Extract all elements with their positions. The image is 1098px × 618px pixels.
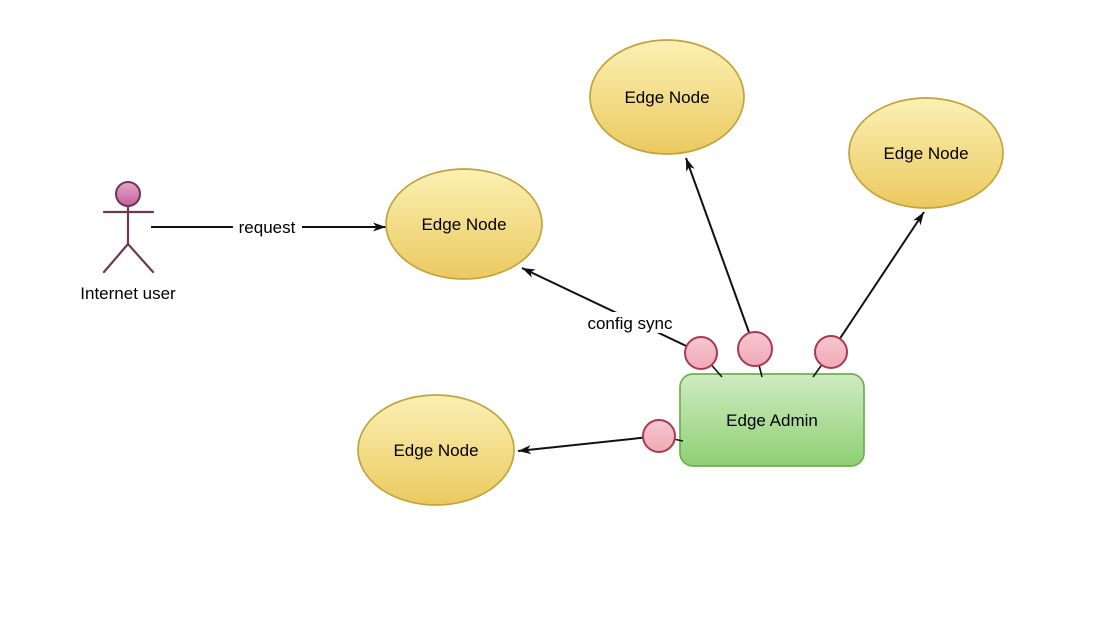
edge-node-top-right-label: Edge Node (883, 144, 968, 163)
admin-port-4-icon (642, 419, 676, 453)
edge-admin: Edge Admin (679, 373, 865, 467)
arrow-config-sync (521, 267, 702, 354)
edge-admin-label: Edge Admin (726, 411, 818, 430)
config-sync-label: config sync (587, 314, 673, 333)
edge-node-left: Edge Node (385, 168, 543, 280)
edge-labels: request config sync (233, 216, 679, 333)
admin-port-3-icon (814, 335, 848, 369)
edge-node-left-label: Edge Node (421, 215, 506, 234)
edge-node-bottom-left: Edge Node (357, 394, 515, 506)
admin-port-1-icon (684, 336, 718, 370)
edge-node-top-shape (589, 39, 745, 155)
connectors (151, 157, 925, 455)
arrow-to-bottom-left-node (517, 435, 660, 455)
actor-head-icon (115, 181, 141, 207)
edge-admin-shape (679, 373, 865, 467)
arrow-to-top-right-node (830, 211, 925, 353)
actor-figure-icon (102, 204, 155, 274)
actor-internet-user: Internet user (80, 181, 176, 303)
request-label: request (239, 218, 296, 237)
config-sync-label-plate (582, 312, 679, 333)
edge-node-bottom-left-label: Edge Node (393, 441, 478, 460)
edge-node-left-shape (385, 168, 543, 280)
request-label-plate (233, 216, 302, 237)
edge-node-top-right-shape (848, 97, 1004, 209)
edge-node-top: Edge Node (589, 39, 745, 155)
edge-node-bottom-left-shape (357, 394, 515, 506)
edge-node-top-label: Edge Node (624, 88, 709, 107)
admin-port-2-icon (737, 331, 773, 367)
edge-node-top-right: Edge Node (848, 97, 1004, 209)
actor-label: Internet user (80, 284, 176, 303)
arrow-to-top-node (685, 157, 756, 350)
edge-nodes: Edge Node Edge Node Edge Node Edge Node (357, 39, 1004, 506)
admin-ports (642, 331, 848, 453)
